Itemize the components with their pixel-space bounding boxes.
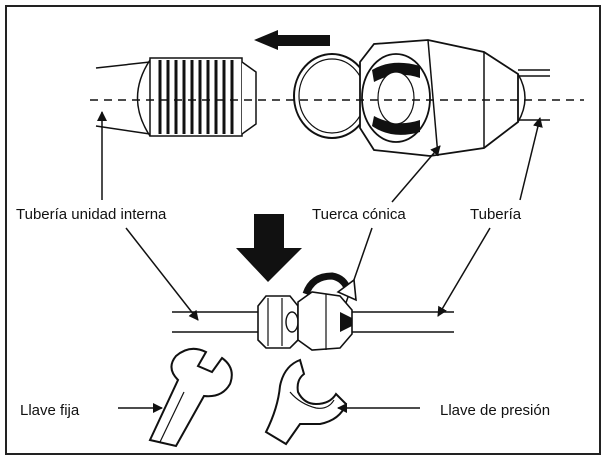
rotation-arrow	[302, 272, 357, 302]
move-left-arrow	[254, 30, 330, 50]
assembly-down-arrow	[236, 214, 302, 282]
label-pipe: Tubería	[470, 206, 522, 223]
union-nut-left	[257, 295, 299, 349]
label-flare-nut: Tuerca cónica	[312, 206, 406, 223]
indoor-pipe-threaded	[95, 57, 257, 137]
flare-nut-assembled	[297, 291, 353, 351]
flare-nut-body	[359, 39, 526, 157]
frame-border	[5, 5, 601, 455]
flare-ring	[293, 53, 371, 139]
fixed-wrench	[118, 347, 233, 448]
label-torque-wrench: Llave de presión	[440, 402, 551, 419]
assembled-view	[172, 272, 454, 351]
arrow-indoor-pipe-down	[125, 227, 199, 321]
arrow-pipe-down	[437, 227, 491, 317]
arrow-flare-nut-up	[391, 145, 441, 203]
exploded-view	[90, 30, 584, 157]
arrow-pipe-up	[519, 117, 543, 201]
label-fixed-wrench: Llave fija	[20, 402, 80, 419]
label-indoor-pipe: Tubería unidad interna	[16, 206, 167, 223]
leader-arrows	[97, 111, 543, 321]
torque-wrench	[264, 358, 420, 446]
